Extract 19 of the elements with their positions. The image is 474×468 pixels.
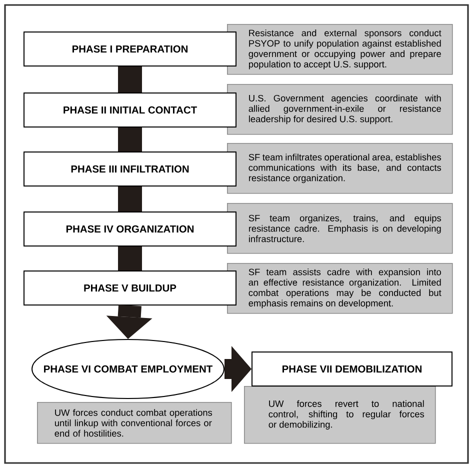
description-box: Resistance and external sponsors conduct PSYOP to unify population against established government or occupying power and prepare population to accept U.S. support. — [227, 24, 453, 75]
phase-box: PHASE IV ORGANIZATION — [24, 212, 236, 246]
phase-box: PHASE VII DEMOBILIZATION — [252, 352, 452, 386]
description-box: SF team assists cadre with expansion into an effective resistance organization. Limited combat operations may be conducted but emphasis remains on development. — [227, 263, 453, 314]
description-box: SF team organizes, trains, and equips resistance cadre. Emphasis is on developing infrastructure. — [227, 203, 453, 254]
phase-box: PHASE I PREPARATION — [24, 32, 236, 66]
description-box: U.S. Government agencies coordinate with allied government-in-exile or resistance leadership for desired U.S. support. — [227, 84, 453, 135]
connector-bar — [118, 128, 142, 152]
phase-box: PHASE V BUILDUP — [24, 270, 236, 306]
connector-bar — [118, 66, 142, 92]
connector-bar — [118, 246, 142, 270]
phase-box: PHASE III INFILTRATION — [24, 152, 236, 186]
description-box: UW forces conduct combat operations until linkup with conventional forces or end of hostilities. — [37, 402, 232, 444]
phase-box: PHASE II INITIAL CONTACT — [24, 92, 236, 128]
arrow — [224, 346, 252, 392]
arrow — [106, 304, 152, 339]
connector-bar — [118, 186, 142, 212]
description-box: SF team infiltrates operational area, establishes communications with its base, and contacts resistance organization. — [227, 143, 453, 194]
description-box: UW forces revert to national control, shifting to regular forces or demobilizing. — [244, 386, 436, 444]
